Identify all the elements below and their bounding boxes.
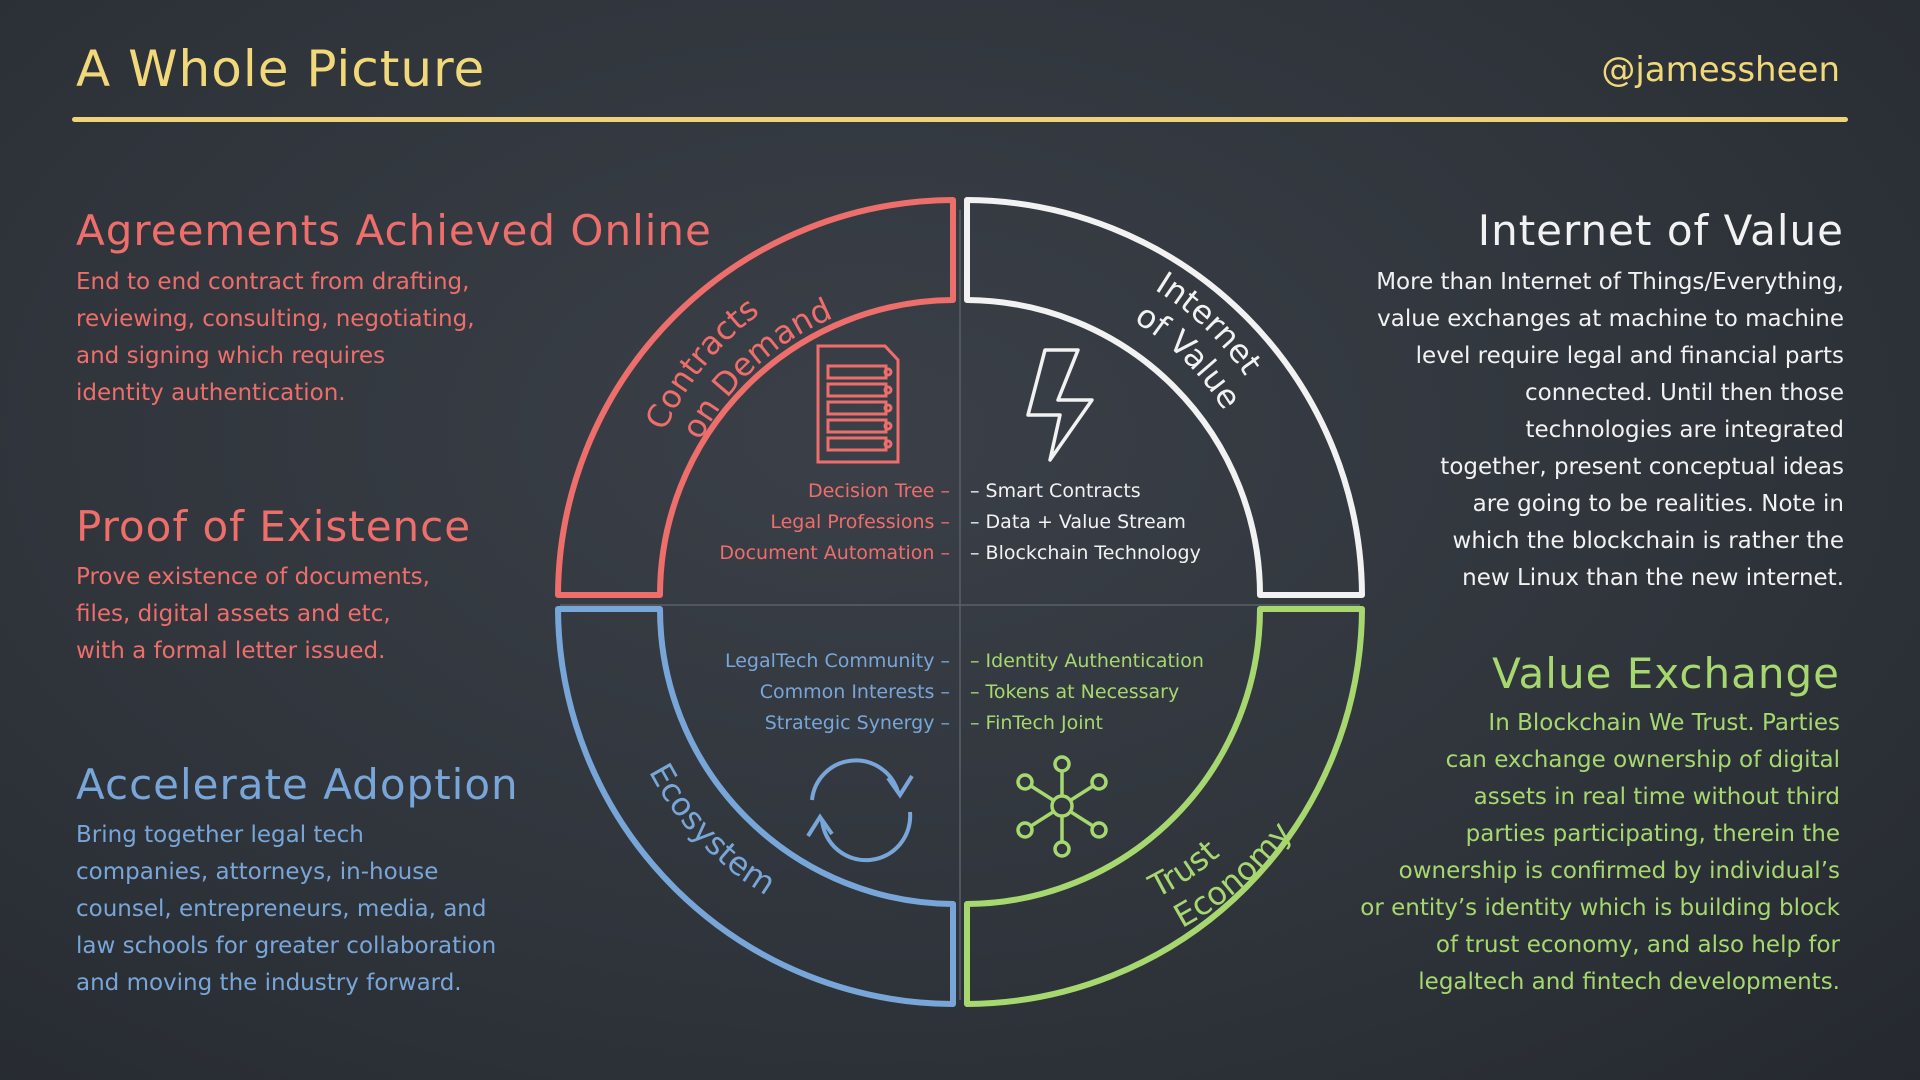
proof-heading: Proof of Existence: [76, 502, 472, 551]
contracts-label: Contracts: [637, 289, 765, 435]
internet-items: – Smart Contracts – Data + Value Stream …: [970, 476, 1201, 569]
ecosystem-label: Ecosystem: [642, 757, 783, 903]
contracts-item: Legal Professions –: [770, 511, 950, 533]
internet-line: connected. Until then those: [1524, 380, 1844, 406]
adoption-line: and moving the industry forward.: [76, 970, 462, 996]
exchange-heading: Value Exchange: [1492, 649, 1840, 698]
agreements-heading: Agreements Achieved Online: [76, 206, 712, 255]
trust-items: – Identity Authentication – Tokens at Ne…: [970, 646, 1204, 739]
agreements-text: End to end contract from drafting, revie…: [76, 264, 596, 412]
proof-line: with a formal letter issued.: [76, 638, 386, 664]
agreements-line: reviewing, consulting, negotiating,: [76, 306, 475, 332]
proof-line: files, digital assets and etc,: [76, 601, 391, 627]
ecosystem-item: LegalTech Community –: [724, 650, 950, 672]
contracts-item: Decision Tree –: [807, 480, 950, 502]
adoption-line: counsel, entrepreneurs, media, and: [76, 896, 487, 922]
internet-text: More than Internet of Things/Everything,…: [1244, 264, 1844, 597]
trust-item: – Tokens at Necessary: [970, 681, 1180, 703]
lightning-icon: [1026, 348, 1094, 462]
exchange-line: of trust economy, and also help for: [1435, 932, 1840, 958]
ecosystem-item: Common Interests –: [759, 681, 950, 703]
adoption-heading: Accelerate Adoption: [76, 760, 519, 809]
network-hub-icon: [1016, 755, 1108, 858]
document-icon: [816, 344, 900, 464]
internet-line: level require legal and financial parts: [1415, 343, 1844, 369]
contracts-item: Document Automation –: [719, 542, 950, 564]
internet-line: are going to be realities. Note in: [1472, 491, 1844, 517]
ecosystem-item: Strategic Synergy –: [764, 712, 950, 734]
exchange-text: In Blockchain We Trust. Parties can exch…: [1220, 705, 1840, 1001]
contracts-items: Decision Tree – Legal Professions – Docu…: [719, 476, 950, 569]
adoption-line: Bring together legal tech: [76, 822, 364, 848]
internet-line: technologies are integrated: [1525, 417, 1845, 443]
exchange-line: or entity’s identity which is building b…: [1360, 895, 1840, 921]
internet-line: together, present conceptual ideas: [1440, 454, 1844, 480]
proof-text: Prove existence of documents, files, dig…: [76, 559, 556, 670]
trust-item: – FinTech Joint: [970, 712, 1103, 734]
agreements-line: identity authentication.: [76, 380, 346, 406]
internet-line: which the blockchain is rather the: [1452, 528, 1844, 554]
adoption-text: Bring together legal tech companies, att…: [76, 817, 596, 1002]
contracts-label-line2: on Demand: [674, 290, 837, 445]
agreements-line: End to end contract from drafting,: [76, 269, 470, 295]
exchange-line: legaltech and fintech developments.: [1418, 969, 1840, 995]
internet-line: More than Internet of Things/Everything,: [1376, 269, 1844, 295]
title-underline: [72, 117, 1848, 122]
adoption-line: law schools for greater collaboration: [76, 933, 497, 959]
exchange-line: In Blockchain We Trust. Parties: [1488, 710, 1840, 736]
internet-line: new Linux than the new internet.: [1462, 565, 1844, 591]
internet-line: value exchanges at machine to machine: [1377, 306, 1844, 332]
exchange-line: can exchange ownership of digital: [1445, 747, 1840, 773]
agreements-line: and signing which requires: [76, 343, 386, 369]
internet-item: – Data + Value Stream: [970, 511, 1186, 533]
internet-heading: Internet of Value: [1477, 206, 1844, 255]
ecosystem-items: LegalTech Community – Common Interests –…: [725, 646, 950, 739]
internet-item: – Blockchain Technology: [970, 542, 1201, 564]
internet-item: – Smart Contracts: [970, 480, 1141, 502]
exchange-line: ownership is confirmed by individual’s: [1398, 858, 1840, 884]
page-title: A Whole Picture: [76, 40, 486, 98]
trust-item: – Identity Authentication: [970, 650, 1204, 672]
exchange-line: parties participating, therein the: [1465, 821, 1840, 847]
exchange-line: assets in real time without third: [1473, 784, 1840, 810]
proof-line: Prove existence of documents,: [76, 564, 430, 590]
internet-label-line2: of Value: [1129, 296, 1249, 416]
trust-label: Trust: [1142, 832, 1226, 906]
refresh-icon: [806, 758, 914, 863]
adoption-line: companies, attorneys, in-house: [76, 859, 439, 885]
author-handle: @jamessheen: [1601, 50, 1840, 90]
